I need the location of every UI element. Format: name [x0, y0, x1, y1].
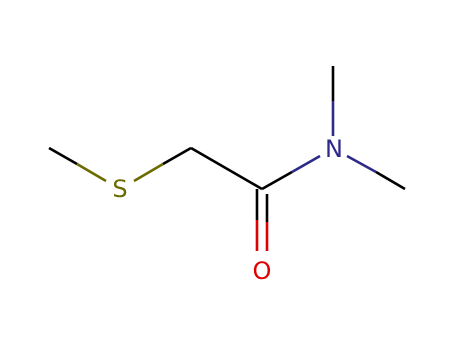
bond-nitrogen-methyl-right-nitrogen-half — [346, 154, 377, 174]
atom-label-nitrogen: N — [325, 135, 343, 163]
bond-methylene-carbonyl — [190, 146, 263, 191]
atom-label-sulfur: S — [112, 175, 127, 203]
atom-label-oxygen: O — [253, 257, 272, 285]
bond-sulfur-methylene-sulfur-half — [133, 162, 164, 183]
bond-nitrogen-methyl-right-carbon-half — [375, 170, 406, 191]
bond-carbonyl-nitrogen-carbon-half — [261, 170, 293, 191]
bond-methyl-sulfur-carbon-half — [48, 146, 78, 166]
bond-carbonyl-nitrogen-nitrogen-half — [291, 154, 321, 174]
bond-methyl-sulfur-sulfur-half — [76, 162, 107, 183]
bond-sulfur-methylene-carbon-half — [162, 146, 192, 166]
